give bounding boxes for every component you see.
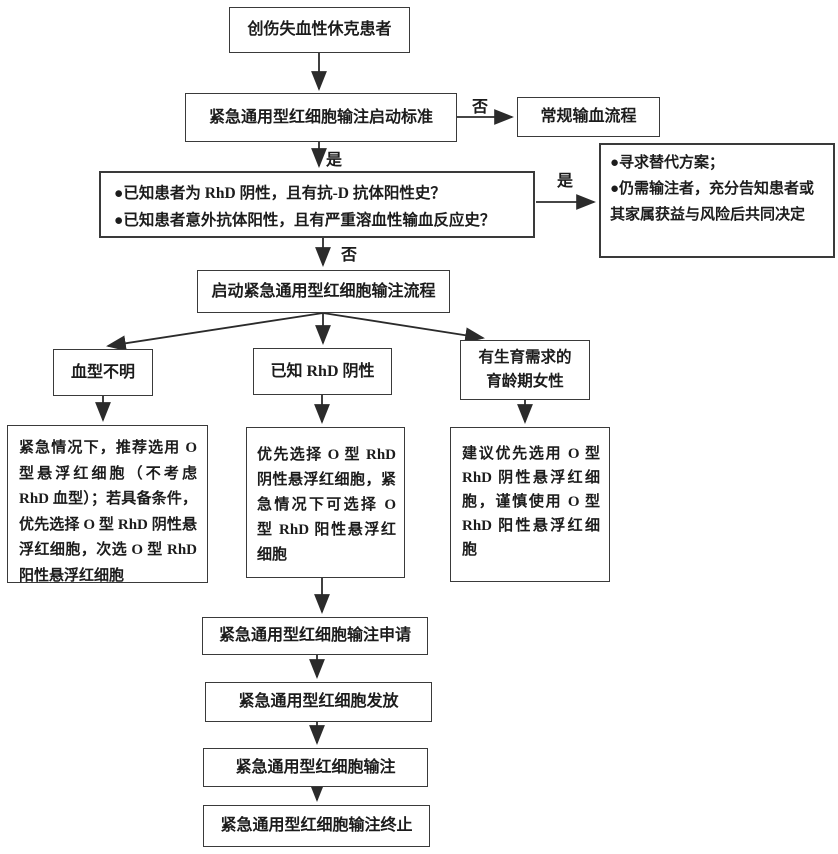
edge-label-decision-yes: 是 bbox=[557, 173, 574, 190]
node-alternative-plan: ●寻求替代方案； ●仍需输注者，充分告知患者或其家属获益与风险后共同决定 bbox=[599, 143, 835, 258]
node-detail-rhd-negative: 优先选择 O 型 RhD 阴性悬浮红细胞，紧急情况下可选择 O 型 RhD 阳性… bbox=[246, 427, 405, 578]
node-decision-antibody-history: ●已知患者为 RhD 阴性，且有抗-D 抗体阳性史？ ●已知患者意外抗体阳性，且… bbox=[99, 171, 535, 238]
alternative-line-2: ●仍需输注者，充分告知患者或其家属获益与风险后共同决定 bbox=[610, 181, 815, 223]
node-branch-fertility-women: 有生育需求的 育龄期女性 bbox=[460, 340, 590, 400]
node-branch-known-rhd-negative: 已知 RhD 阴性 bbox=[253, 348, 392, 395]
node-routine-transfusion: 常规输血流程 bbox=[517, 97, 660, 137]
node-criteria: 紧急通用型红细胞输注启动标准 bbox=[185, 93, 457, 142]
node-patient: 创伤失血性休克患者 bbox=[229, 7, 410, 53]
node-detail-fertility-women: 建议优先选用 O 型 RhD 阴性悬浮红细胞，谨慎使用 O 型 RhD 阳性悬浮… bbox=[450, 427, 610, 582]
node-branch-unknown-blood-type: 血型不明 bbox=[53, 349, 153, 396]
alternative-line-1: ●寻求替代方案； bbox=[610, 155, 725, 171]
node-transfusion-application: 紧急通用型红细胞输注申请 bbox=[202, 617, 428, 655]
edge-label-criteria-yes: 是 bbox=[326, 152, 343, 169]
edge-label-decision-no: 否 bbox=[341, 247, 358, 264]
branch-fertility-line-2: 育龄期女性 bbox=[486, 373, 564, 390]
branch-fertility-line-1: 有生育需求的 bbox=[478, 349, 572, 366]
decision-line-2: ●已知患者意外抗体阳性，且有严重溶血性输血反应史？ bbox=[114, 212, 496, 229]
node-transfusion-termination: 紧急通用型红细胞输注终止 bbox=[203, 805, 430, 847]
node-rbc-transfusion: 紧急通用型红细胞输注 bbox=[203, 748, 428, 787]
node-detail-unknown-blood-type: 紧急情况下，推荐选用 O 型悬浮红细胞（不考虑 RhD 血型）；若具备条件，优先… bbox=[7, 425, 208, 584]
decision-line-1: ●已知患者为 RhD 阴性，且有抗-D 抗体阳性史？ bbox=[114, 185, 446, 202]
edge-label-criteria-no: 否 bbox=[472, 99, 489, 116]
node-initiate-process: 启动紧急通用型红细胞输注流程 bbox=[197, 270, 450, 313]
node-rbc-issue: 紧急通用型红细胞发放 bbox=[205, 682, 432, 722]
